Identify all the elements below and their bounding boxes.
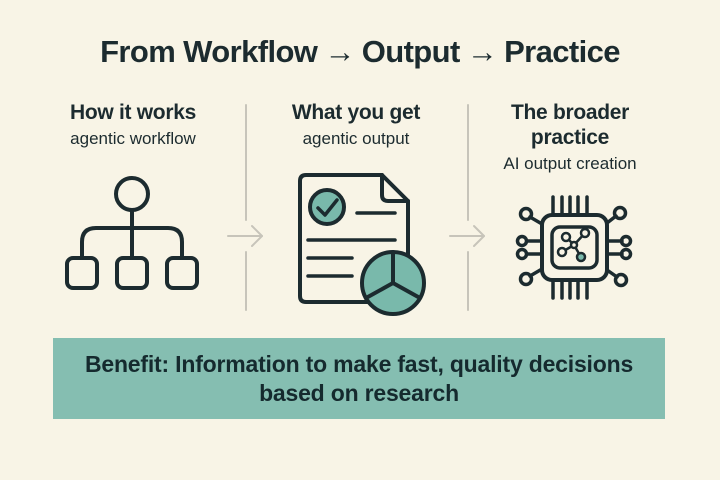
document-report-icon: [298, 173, 426, 316]
column-what-you-get: What you get agentic output: [256, 100, 456, 149]
title-from-workflow: From Workflow: [100, 34, 318, 69]
title-arrow-2: →: [466, 34, 498, 69]
column-subheading: agentic output: [302, 129, 410, 148]
page-title: From Workflow→Output→Practice: [0, 34, 720, 70]
column-heading: The broader practice: [510, 101, 630, 149]
right-arrow-divider-icon: [449, 104, 485, 311]
right-arrow-divider-icon: [227, 104, 263, 311]
title-output: Output: [361, 34, 461, 69]
column-subheading: agentic workflow: [70, 129, 196, 148]
column-heading: What you get: [291, 101, 421, 124]
column-how-it-works: How it works agentic workflow: [33, 100, 233, 149]
benefit-banner-text: Benefit: Information to make fast, quali…: [84, 350, 634, 406]
flowchart-icon: [65, 176, 199, 290]
benefit-banner: Benefit: Information to make fast, quali…: [53, 338, 665, 419]
title-practice: Practice: [504, 34, 620, 69]
column-broader-practice: The broader practice AI output creation: [490, 100, 650, 174]
column-subheading: AI output creation: [503, 154, 637, 173]
title-arrow-1: →: [324, 34, 355, 69]
circuit-chip-icon: [515, 195, 633, 300]
column-heading: How it works: [70, 101, 196, 124]
